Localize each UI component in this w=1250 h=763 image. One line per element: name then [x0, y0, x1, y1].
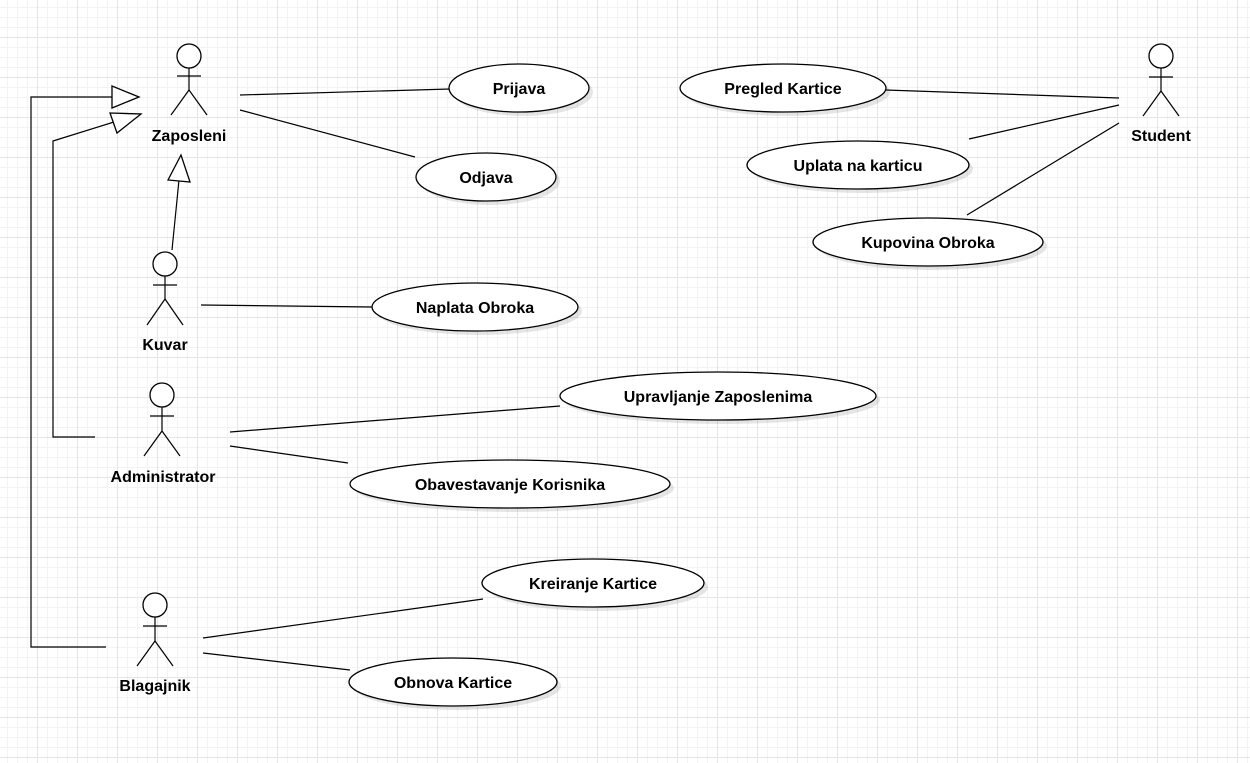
- use-case-obnova-kartice[interactable]: Obnova Kartice: [348, 657, 561, 710]
- assoc-zaposleni-odjava: [239, 109, 416, 158]
- use-case-obavestavanje-korisnika[interactable]: Obavestavanje Korisnika: [349, 459, 674, 512]
- actor-zaposleni[interactable]: Zaposleni: [152, 43, 227, 145]
- use-case-kreiranje-kartice[interactable]: Kreiranje Kartice: [481, 558, 708, 611]
- actor-label: Blagajnik: [119, 678, 190, 695]
- actor-label: Administrator: [111, 469, 216, 486]
- svg-text:Kupovina Obroka: Kupovina Obroka: [861, 235, 994, 252]
- actor-label: Zaposleni: [152, 128, 227, 145]
- actor-student[interactable]: Student: [1131, 43, 1191, 145]
- use-case-kupovina-obroka[interactable]: Kupovina Obroka: [812, 217, 1047, 270]
- svg-text:Odjava: Odjava: [459, 170, 512, 187]
- use-case-pregled-kartice[interactable]: Pregled Kartice: [679, 63, 890, 116]
- use-case-upravljanje-zaposlenima[interactable]: Upravljanje Zaposlenima: [559, 371, 880, 424]
- use-case-odjava[interactable]: Odjava: [415, 152, 560, 205]
- use-case-naplata-obroka[interactable]: Naplata Obroka: [371, 282, 582, 335]
- generalization-blagajnik: [30, 85, 141, 648]
- generalization-kuvar: [166, 153, 191, 251]
- svg-text:Naplata Obroka: Naplata Obroka: [416, 300, 534, 317]
- assoc-admin-upravljanje: [229, 405, 561, 433]
- actor-kuvar[interactable]: Kuvar: [142, 251, 188, 354]
- assoc-blagajnik-kreiranje: [202, 598, 484, 639]
- svg-text:Kreiranje Kartice: Kreiranje Kartice: [529, 576, 657, 593]
- assoc-zaposleni-prijava: [239, 88, 451, 96]
- assoc-student-pregled: [885, 89, 1120, 99]
- svg-text:Obavestavanje Korisnika: Obavestavanje Korisnika: [415, 477, 605, 494]
- svg-text:Prijava: Prijava: [493, 81, 546, 98]
- use-case-prijava[interactable]: Prijava: [448, 63, 593, 116]
- actor-label: Student: [1131, 128, 1191, 145]
- actor-administrator[interactable]: Administrator: [111, 382, 216, 486]
- svg-text:Obnova Kartice: Obnova Kartice: [394, 675, 512, 692]
- assoc-student-kupovina: [966, 122, 1120, 216]
- actor-label: Kuvar: [142, 337, 187, 354]
- associations: [200, 88, 1120, 671]
- assoc-kuvar-naplata: [200, 304, 373, 308]
- actor-blagajnik[interactable]: Blagajnik: [119, 592, 191, 695]
- use-case-uplata-na-karticu[interactable]: Uplata na karticu: [746, 140, 973, 193]
- svg-text:Upravljanje Zaposlenima: Upravljanje Zaposlenima: [624, 389, 813, 406]
- generalization-administrator: [52, 112, 143, 438]
- assoc-student-uplata: [968, 104, 1120, 140]
- assoc-blagajnik-obnova: [202, 652, 351, 671]
- assoc-admin-obavestavanje: [229, 445, 349, 464]
- svg-text:Pregled Kartice: Pregled Kartice: [724, 81, 841, 98]
- svg-text:Uplata na karticu: Uplata na karticu: [794, 158, 923, 175]
